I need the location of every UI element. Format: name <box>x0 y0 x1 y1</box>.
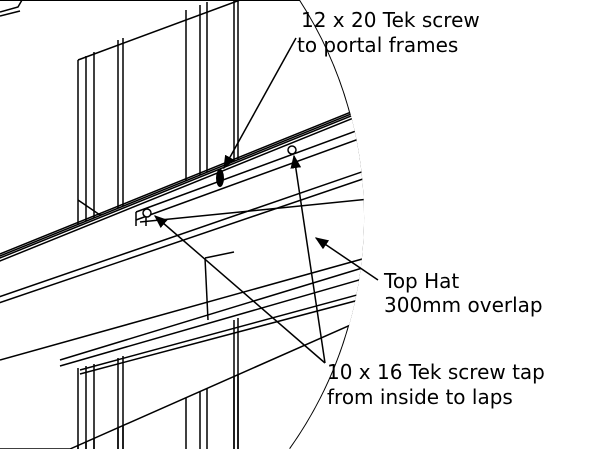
screws <box>142 145 297 218</box>
leader-portal-screw <box>223 37 297 170</box>
label-top-hat-1: Top Hat <box>383 269 459 293</box>
leader-top-hat <box>314 237 379 281</box>
portal-frame-lower <box>77 318 239 449</box>
leader-lines <box>153 37 379 364</box>
leader-lap-left <box>153 215 326 364</box>
lap-screw-right <box>287 145 297 155</box>
label-portal-screw-2: to portal frames <box>297 33 458 57</box>
label-lap-screw-1: 10 x 16 Tek screw tap <box>327 360 545 384</box>
lap-screw-left <box>142 208 152 218</box>
leader-lap-right <box>290 154 326 364</box>
label-portal-screw-1: 12 x 20 Tek screw <box>301 8 480 32</box>
top-hat-section <box>0 77 365 449</box>
top-hat-lines <box>0 75 365 375</box>
portal-screw <box>216 169 224 187</box>
label-lap-screw-2: from inside to laps <box>327 385 513 409</box>
label-top-hat-2: 300mm overlap <box>384 293 543 317</box>
corner-fragment <box>0 0 23 17</box>
